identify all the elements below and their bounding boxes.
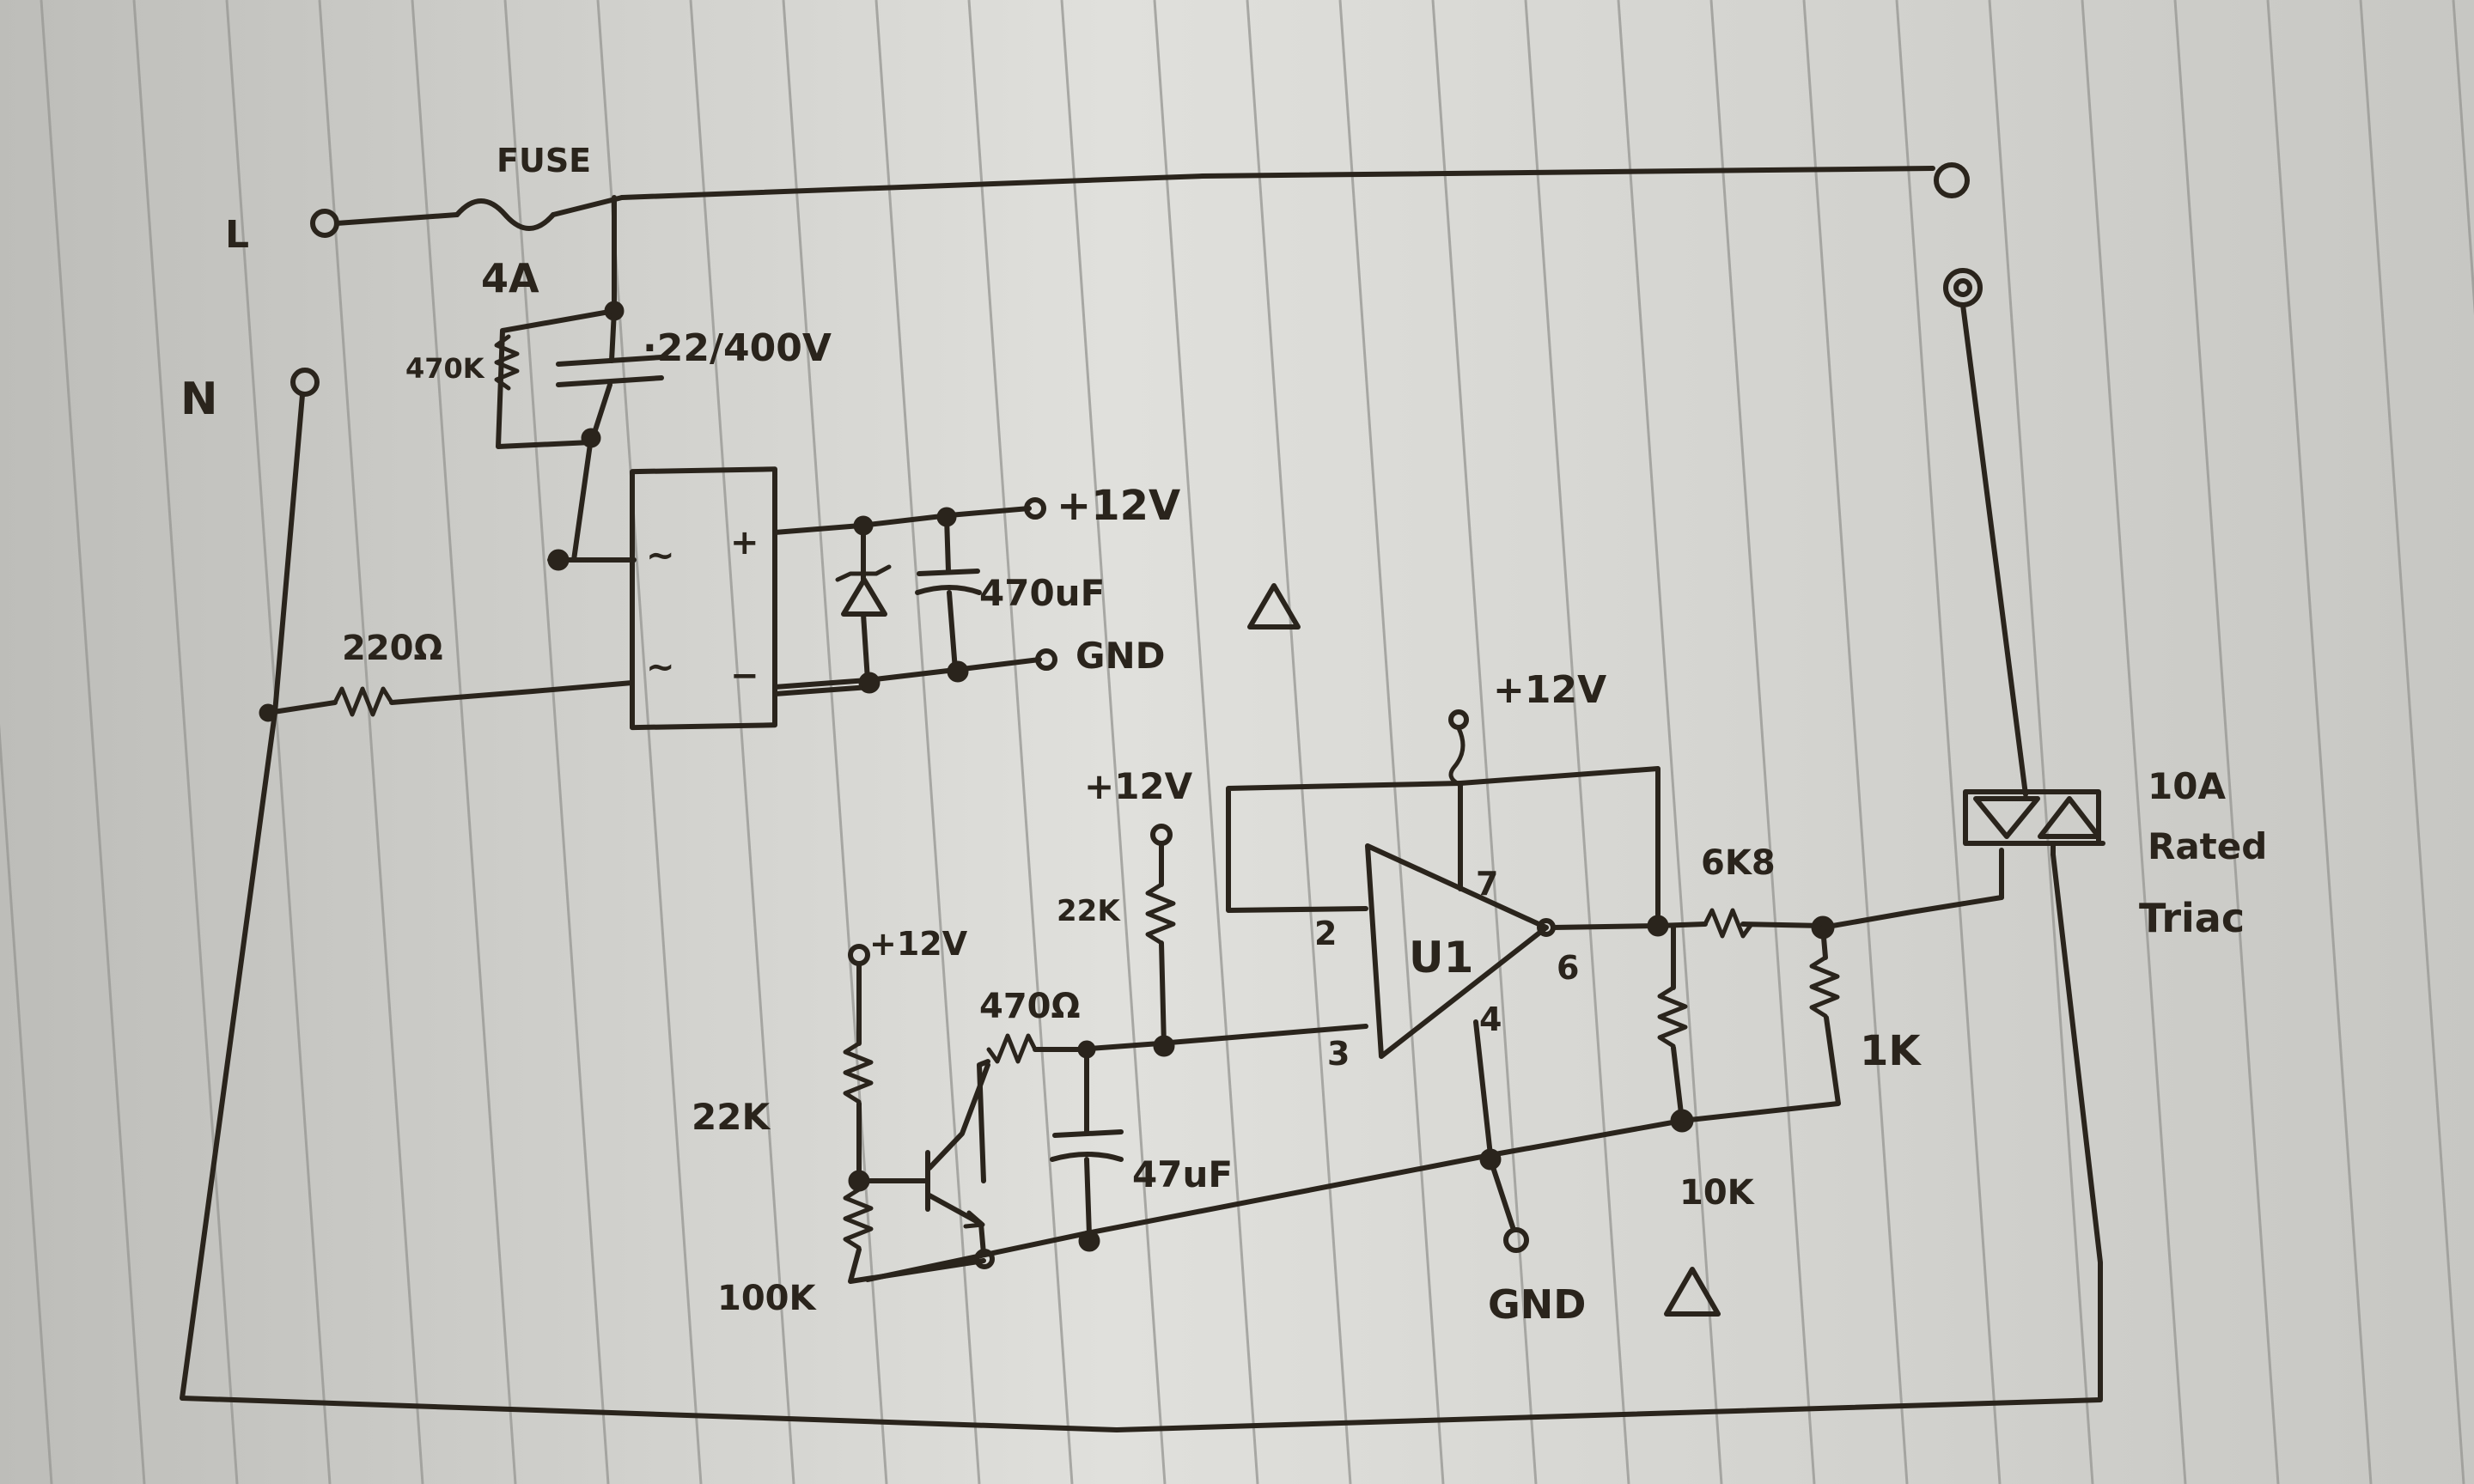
labels: L N FUSE 4A 470K ·22/400V ~ ~ + − 220Ω +…: [180, 142, 2267, 1328]
warning-triangle-top: [1247, 583, 1301, 629]
triac-diode-1: [1973, 796, 2040, 839]
rule-line: [1802, 0, 1909, 1484]
dropper-cap-label: ·22/400V: [643, 326, 832, 370]
rule-line: [1338, 0, 1445, 1484]
triac-note-line3: Triac: [2139, 895, 2245, 941]
bias-resistor-zigzag: [1145, 882, 1176, 946]
rule-line: [2359, 0, 2465, 1484]
rc-resistor-zigzag: [986, 1033, 1038, 1064]
rule-line: [225, 0, 332, 1484]
neutral-label: N: [180, 374, 218, 425]
fuse-rating-label: 4A: [481, 255, 539, 301]
rule-line: [967, 0, 1074, 1484]
supply-plus-terminal: [1024, 497, 1046, 520]
opamp-triangle: [1365, 843, 1549, 1059]
rc-cap-curve: [1050, 1152, 1124, 1162]
gnd-bottom-label: GND: [1488, 1281, 1586, 1328]
triac-diode-2: [2038, 796, 2101, 839]
rule-line: [782, 0, 888, 1484]
warning-triangle-bottom: [1664, 1267, 1721, 1317]
rule-line: [1153, 0, 1259, 1484]
pin7-label: 7: [1476, 865, 1498, 903]
rule-line: [40, 0, 146, 1484]
rule-line: [2173, 0, 2280, 1484]
rule-line: [318, 0, 424, 1484]
input-bottom-resistor-zigzag: [843, 1187, 874, 1250]
series-resistor-label: 220Ω: [342, 629, 443, 668]
series-resistor-zigzag: [332, 686, 394, 717]
bridge-rectifier-box: [630, 466, 777, 731]
gnd-bottom-terminal: [1503, 1227, 1529, 1253]
pin3-label: 3: [1327, 1035, 1350, 1073]
rule-line: [1060, 0, 1167, 1484]
rule-line: [1895, 0, 2002, 1484]
bleed-resistor-label: 470K: [405, 352, 485, 385]
rc-resistor-label: 470Ω: [979, 987, 1081, 1026]
rule-line: [2452, 0, 2474, 316]
rule-line: [2081, 0, 2187, 1484]
filter-cap-curve: [915, 585, 982, 595]
triac-note-line1: 10A: [2148, 765, 2226, 807]
input-bottom-resistor-label: 100K: [717, 1279, 817, 1318]
gate-resistor-zigzag: [1703, 908, 1754, 939]
supply-gnd-label: GND: [1076, 635, 1166, 677]
gate-resistor-label: 6K8: [1701, 843, 1776, 883]
pin4-label: 4: [1479, 1000, 1502, 1038]
pin2-label: 2: [1314, 915, 1337, 952]
input-vcc-label: +12V: [869, 925, 968, 963]
bias-vcc-label: +12V: [1084, 765, 1193, 807]
opamp-vcc-label: +12V: [1493, 668, 1606, 712]
bias-resistor-label: 22K: [1057, 894, 1121, 928]
rule-line: [503, 0, 610, 1484]
line-label: L: [225, 213, 249, 257]
neutral-terminal: [290, 368, 320, 397]
gate-pulldown-label: 1K: [1860, 1027, 1922, 1075]
rule-line: [2266, 0, 2373, 1484]
rule-line: [132, 0, 239, 1484]
pin6-label: 6: [1557, 949, 1579, 987]
bleed-resistor-zigzag: [494, 334, 520, 391]
opamp-section: [843, 302, 2105, 1317]
filter-cap-label: 470uF: [979, 572, 1105, 614]
input-top-resistor-zigzag: [843, 1041, 874, 1104]
mains-wiring: [180, 162, 2103, 1432]
bridge-ac1-label: ~: [646, 536, 675, 575]
rule-line: [1988, 0, 2094, 1484]
supply-gnd-terminal: [1035, 648, 1057, 671]
rule-line: [1431, 0, 1538, 1484]
supply-plus-label: +12V: [1057, 482, 1180, 530]
rule-line: [0, 723, 53, 1484]
rule-line: [1524, 0, 1630, 1484]
bridge-ac2-label: ~: [646, 648, 675, 687]
opamp-name-label: U1: [1409, 933, 1473, 982]
output-pulldown-zigzag: [1657, 985, 1688, 1049]
rule-line: [1709, 0, 1816, 1484]
output-pulldown-label: 10K: [1679, 1173, 1756, 1213]
bridge-plus-label: +: [730, 523, 759, 563]
rule-line: [1617, 0, 1723, 1484]
load-terminal-1: [1934, 162, 1970, 198]
input-top-resistor-label: 22K: [692, 1096, 771, 1138]
gate-pulldown-zigzag: [1809, 955, 1840, 1019]
rule-line: [874, 0, 981, 1484]
rc-cap-label: 47uF: [1132, 1153, 1233, 1195]
triac-note-line2: Rated: [2148, 825, 2267, 867]
fuse-symbol: [454, 198, 556, 231]
bridge-minus-label: −: [730, 656, 759, 696]
rule-line: [411, 0, 517, 1484]
rule-line: [689, 0, 795, 1484]
fuse-label: FUSE: [497, 142, 591, 179]
rule-line: [1246, 0, 1352, 1484]
